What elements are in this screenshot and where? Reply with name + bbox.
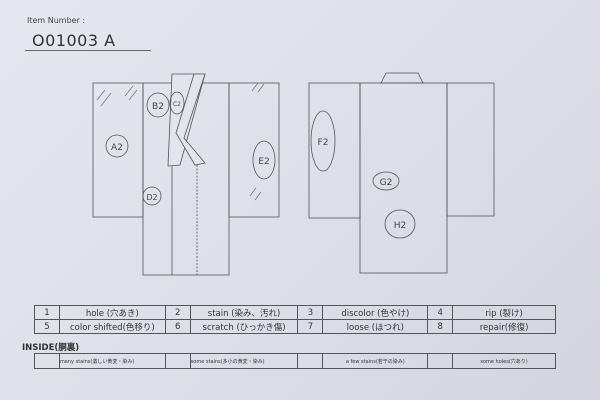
mark-D2 (142, 186, 162, 206)
mark-B2 (146, 92, 170, 118)
label-A2: A2 (111, 143, 123, 153)
legend-label: scratch (ひっかき傷) (189, 319, 299, 334)
label-G2: G2 (380, 178, 393, 188)
legend-label: rip (裂け) (452, 305, 556, 320)
collar-right (175, 73, 206, 166)
legend-label: color shifted(色移り) (58, 319, 166, 334)
inside-label: some holes(穴あり) (452, 353, 556, 369)
back-collar (380, 72, 424, 84)
inside-label: many stains(激しい黄変・染み) (58, 353, 166, 369)
label-F2: F2 (318, 138, 329, 148)
label-D2: D2 (146, 193, 157, 202)
mark-H2 (384, 209, 416, 239)
legend-label: discolor (色やけ) (322, 305, 429, 320)
label-B2: B2 (152, 102, 164, 112)
inside-checkbox[interactable] (297, 353, 324, 369)
legend-label: hole (穴あき) (58, 305, 166, 320)
back-right-sleeve (446, 82, 495, 217)
legend-number: 1 (34, 305, 60, 320)
inside-title: INSIDE(胴裏) (22, 343, 80, 353)
inside-table: many stains(激しい黄変・染み) some stains(多小の黄変・… (34, 353, 556, 369)
legend-label: stain (染み、汚れ) (189, 305, 299, 320)
inside-row: many stains(激しい黄変・染み) some stains(多小の黄変・… (34, 353, 556, 369)
label-C2: C2 (173, 101, 181, 108)
item-number-underline (25, 50, 151, 51)
legend-number: 8 (427, 319, 454, 334)
legend-label: loose (ほつれ) (322, 319, 429, 334)
inside-checkbox[interactable] (34, 353, 60, 369)
front-right-sleeve (228, 82, 280, 218)
mark-A2 (105, 134, 129, 158)
label-E2: E2 (258, 157, 269, 167)
item-number: O01003 A (32, 31, 116, 50)
legend-number: 4 (427, 305, 454, 320)
legend-number: 5 (34, 319, 60, 334)
mark-G2 (372, 171, 400, 191)
mark-C2 (169, 91, 185, 115)
back-body (359, 82, 448, 274)
legend-number: 7 (297, 319, 324, 334)
inside-label: a few stains(若干の染み) (322, 353, 429, 369)
inside-label: some stains(多小の黄変・染み) (189, 353, 299, 369)
item-number-label: Item Number : (27, 16, 86, 25)
inside-checkbox[interactable] (164, 353, 191, 369)
legend-number: 6 (164, 319, 191, 334)
mark-F2 (310, 110, 336, 172)
mark-E2 (252, 140, 276, 180)
legend-number: 3 (297, 305, 324, 320)
label-H2: H2 (394, 221, 407, 231)
inside-checkbox[interactable] (427, 353, 454, 369)
back-view (308, 72, 495, 274)
legend-label: repair(修復) (452, 319, 556, 334)
front-view (92, 73, 280, 276)
legend-number: 2 (164, 305, 191, 320)
